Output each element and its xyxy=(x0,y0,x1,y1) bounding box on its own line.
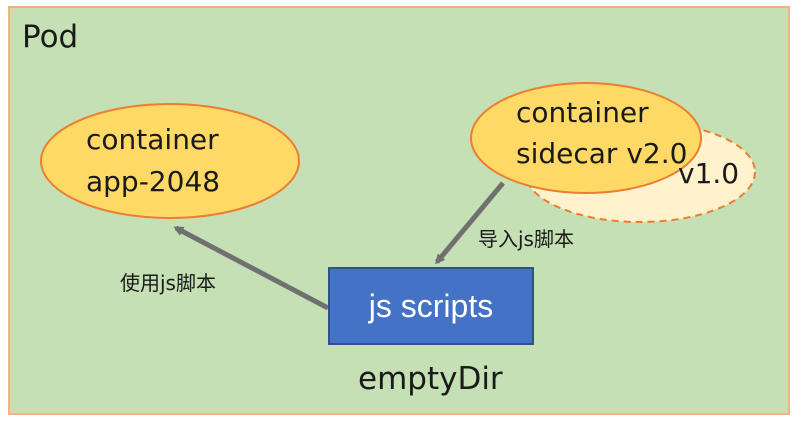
sidecar-previous-version: v1.0 xyxy=(678,157,740,190)
pod-title: Pod xyxy=(22,19,79,55)
import-scripts-arrow xyxy=(435,181,505,265)
sidecar-container-label: container xyxy=(516,96,649,129)
empty-dir-label: emptyDir xyxy=(358,361,503,397)
app-container-label: container xyxy=(86,123,219,156)
js-scripts-label: js scripts xyxy=(368,288,494,324)
use-scripts-label: 使用js脚本 xyxy=(120,271,216,295)
js-scripts-box: js scripts xyxy=(328,267,534,345)
app-container-name: app-2048 xyxy=(86,165,221,198)
use-scripts-arrow xyxy=(173,225,330,311)
import-scripts-label: 导入js脚本 xyxy=(478,227,574,251)
sidecar-container-ellipse xyxy=(470,82,702,194)
sidecar-container-name: sidecar v2.0 xyxy=(516,137,688,170)
app-container-ellipse xyxy=(40,103,300,219)
